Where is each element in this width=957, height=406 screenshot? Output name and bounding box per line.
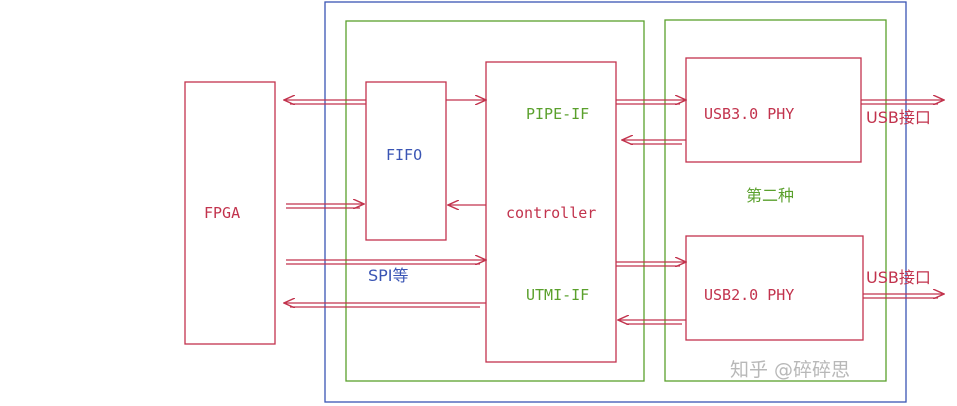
usb-port-bottom-label: USB接口: [866, 268, 931, 287]
fpga-block: [184, 81, 276, 345]
controller-block: [485, 61, 617, 363]
variant-label: 第二种: [746, 186, 794, 205]
usb3-phy-label: USB3.0 PHY: [704, 105, 794, 123]
fifo-block: [365, 81, 447, 241]
fifo-label: FIFO: [386, 146, 422, 164]
usb3-phy-block: [685, 57, 862, 163]
utmi-if-label: UTMI-IF: [526, 286, 589, 304]
chip-boundary: [324, 1, 907, 403]
watermark: 知乎 @碎碎思: [730, 359, 850, 381]
usb2-phy-label: USB2.0 PHY: [704, 286, 794, 304]
phy-region: [664, 19, 887, 382]
connection-arrows: [284, 100, 944, 324]
usb-port-top-label: USB接口: [866, 108, 931, 127]
pipe-if-label: PIPE-IF: [526, 105, 589, 123]
controller-label: controller: [506, 204, 596, 222]
fpga-label: FPGA: [204, 204, 240, 222]
controller-region: [345, 20, 645, 382]
spi-label: SPI等: [368, 266, 409, 285]
usb2-phy-block: [685, 235, 864, 341]
